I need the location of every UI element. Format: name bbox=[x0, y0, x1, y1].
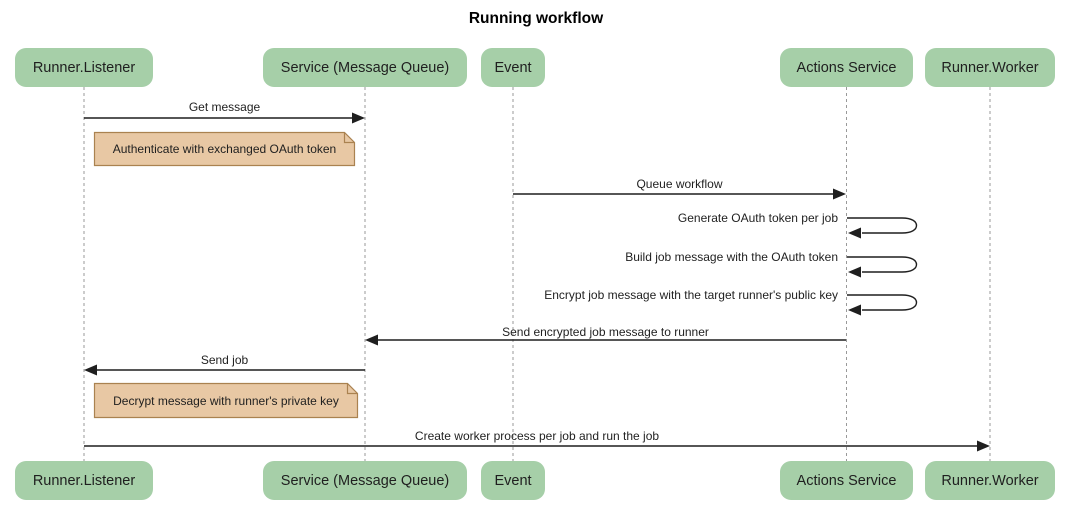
actor-top-actions-service: Actions Service bbox=[780, 48, 913, 87]
actor-label: Event bbox=[494, 472, 532, 489]
self-loop-build-job-message bbox=[847, 256, 918, 273]
actor-bottom-service-message-queue: Service (Message Queue) bbox=[263, 461, 467, 500]
actor-top-runner-worker: Runner.Worker bbox=[925, 48, 1055, 87]
message-label-encrypt-job-message: Encrypt job message with the target runn… bbox=[544, 288, 838, 302]
actor-bottom-runner-listener: Runner.Listener bbox=[15, 461, 153, 500]
arrowhead-generate-oauth bbox=[848, 227, 861, 239]
message-label-generate-oauth: Generate OAuth token per job bbox=[677, 211, 838, 225]
actor-label: Runner.Listener bbox=[32, 59, 136, 76]
actor-label: Service (Message Queue) bbox=[280, 59, 450, 76]
actor-label: Runner.Worker bbox=[941, 472, 1039, 489]
message-label-create-worker: Create worker process per job and run th… bbox=[414, 429, 660, 443]
note-fold-authenticate bbox=[343, 132, 355, 144]
arrowhead-send-encrypted bbox=[365, 334, 378, 346]
message-label-send-job: Send job bbox=[200, 353, 249, 367]
self-loop-generate-oauth bbox=[847, 217, 918, 234]
arrowhead-get-message bbox=[352, 112, 365, 124]
actor-label: Event bbox=[494, 59, 532, 76]
message-label-send-encrypted: Send encrypted job message to runner bbox=[502, 325, 709, 339]
actor-bottom-runner-worker: Runner.Worker bbox=[925, 461, 1055, 500]
note-shape-authenticate bbox=[93, 131, 356, 167]
arrowhead-send-job bbox=[84, 364, 97, 376]
note-shape-decrypt bbox=[93, 382, 359, 419]
arrowhead-encrypt-job-message bbox=[848, 304, 861, 316]
message-label-queue-workflow: Queue workflow bbox=[636, 177, 723, 191]
self-loop-encrypt-job-message bbox=[847, 294, 918, 311]
actor-label: Runner.Worker bbox=[941, 59, 1039, 76]
arrowhead-queue-workflow bbox=[833, 188, 846, 200]
note-label-authenticate: Authenticate with exchanged OAuth token bbox=[112, 142, 337, 156]
actor-bottom-actions-service: Actions Service bbox=[780, 461, 913, 500]
message-label-get-message: Get message bbox=[188, 100, 261, 114]
diagram-title: Running workflow bbox=[468, 10, 604, 27]
arrowhead-build-job-message bbox=[848, 266, 861, 278]
note-fold-decrypt bbox=[346, 383, 358, 395]
note-label-decrypt: Decrypt message with runner's private ke… bbox=[113, 393, 339, 408]
actor-top-service-message-queue: Service (Message Queue) bbox=[263, 48, 467, 87]
actor-label: Runner.Listener bbox=[32, 472, 136, 489]
actor-top-event: Event bbox=[481, 48, 545, 87]
message-label-build-job-message: Build job message with the OAuth token bbox=[625, 250, 838, 264]
actor-label: Actions Service bbox=[796, 472, 897, 489]
actor-label: Actions Service bbox=[796, 59, 897, 76]
actor-bottom-event: Event bbox=[481, 461, 545, 500]
actor-label: Service (Message Queue) bbox=[280, 472, 450, 489]
actor-top-runner-listener: Runner.Listener bbox=[15, 48, 153, 87]
arrowhead-create-worker bbox=[977, 440, 990, 452]
